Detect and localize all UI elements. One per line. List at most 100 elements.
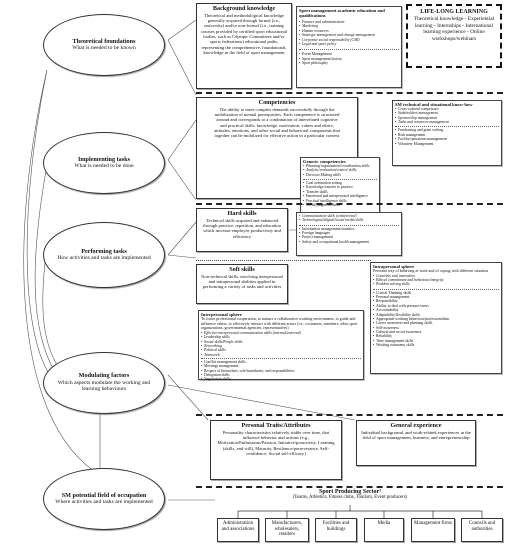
list-item: Human resources (299, 29, 399, 34)
sm-technical-list-2: Fundraising and grant writing Risk manag… (395, 126, 499, 147)
list-item: Career awareness and planning skills (373, 321, 499, 326)
list-item: Tasks and resources management (395, 120, 499, 125)
personal-traits-title: Personal Traits/Attributes (241, 422, 311, 429)
personal-traits-body: Personality characteristics relatively s… (217, 429, 335, 456)
list-item: Technological/digital/social media skill… (299, 218, 399, 223)
list-item: Negotiation skills (201, 377, 361, 382)
list-item: Meetings management (201, 364, 361, 369)
theoretical-foundations-ellipse: Theoretical foundations What is needed t… (43, 14, 165, 76)
section-divider (196, 203, 503, 205)
list-item: Sport philosophy (299, 61, 399, 66)
theoretical-foundations-subtitle: What is needed to be known (72, 45, 136, 52)
interpersonal-list-1: Effective interpersonal communication sk… (201, 331, 361, 358)
life-long-learning-body: Theoretical knowledge - Experiential lea… (413, 16, 495, 42)
performing-tasks-subtitle: How activities and tasks are implemented (57, 255, 151, 262)
background-knowledge-title: Background knowledge (212, 5, 276, 12)
list-item: Delegation skills (201, 373, 361, 378)
sector-councils: Councils and authorities (461, 518, 503, 542)
sport-producing-sector-title: Sport Producing Sector¹ (318, 489, 382, 495)
sm-technical-know-how-box: SM technical and situational know-how Cr… (392, 100, 502, 166)
sm-technical-know-how-title: SM technical and situational know-how (395, 102, 473, 107)
list-item: Reliability (373, 334, 499, 339)
list-item: Problem solving skills (373, 282, 499, 287)
sm-potential-field-ellipse: SM potential field of occupation Where a… (43, 468, 165, 530)
list-item: Ability to deal with pressure/stress (373, 304, 499, 309)
list-item: Leadership skills (201, 335, 361, 340)
soft-skills-body: Non-technical skills, involving interper… (201, 273, 283, 290)
list-item: Fundraising and grant writing (395, 128, 499, 133)
competencies-body: The ability to meet complex demands succ… (214, 106, 340, 139)
list-item: Respect of hierarchies, role boundaries,… (201, 369, 361, 374)
list-item: Critical Thinking skills (373, 291, 499, 296)
generic-competencies-title: Generic competencies (303, 159, 346, 164)
list-item: Practical intelligence skills (303, 199, 377, 204)
theoretical-foundations-title: Theoretical foundations (72, 37, 136, 45)
intrapersonal-sphere-box: Intrapersonal sphere Personal way of beh… (370, 262, 502, 374)
soft-skills-title: Soft skills (229, 266, 255, 273)
section-divider (196, 486, 503, 488)
list-item: Cultural and social awareness (373, 330, 499, 335)
list-item: Personal management (373, 295, 499, 300)
list-item: Adaptability/flexibility skills (373, 313, 499, 318)
hard-skills-list-1: Communication skills (written/oral) Tech… (299, 214, 399, 223)
interpersonal-list-2: Conflict management skills Meetings mana… (201, 357, 361, 382)
hard-skills-title: Hard skills (227, 210, 257, 217)
general-experience-body: Individual background, and work-related … (361, 429, 471, 441)
list-item: Networking (201, 344, 361, 349)
implementing-tasks-ellipse: Implementing tasks What is needed to be … (43, 132, 165, 194)
list-item: Project management (299, 235, 399, 240)
list-item: Responsibility (373, 299, 499, 304)
list-item: Marketing (299, 24, 399, 29)
list-item: Ethical commitment and behaviour/integri… (373, 278, 499, 283)
list-item: Goal orientation setting (303, 181, 377, 186)
implementing-tasks-title: Implementing tasks (77, 155, 131, 163)
list-item: Planning/organization/coordination skill… (303, 164, 377, 169)
modulating-factors-ellipse: Modulating factors Which aspects modulat… (43, 352, 165, 414)
intrapersonal-sphere-body: Personal way of behaving at work and of … (373, 268, 489, 274)
soft-skills-box: Soft skills Non-technical skills, involv… (196, 264, 288, 304)
sm-potential-field-title: SM potential field of occupation (61, 491, 147, 499)
list-item: Sponsorship management (395, 116, 499, 121)
hard-skills-box: Hard skills Technical skills acquired an… (196, 208, 288, 252)
list-item: Teamwork (201, 353, 361, 358)
section-divider (196, 414, 503, 416)
list-item: Legal and sport policy (299, 42, 399, 47)
list-item: Analytic/evaluation/control skills (303, 168, 377, 173)
list-item: Transfer skills (303, 190, 377, 195)
list-item: Volunteer Management (395, 142, 499, 147)
generic-competencies-list-1: Planning/organization/coordination skill… (303, 164, 377, 177)
list-item: Creativity and innovation (373, 274, 499, 279)
list-item: Communication skills (written/oral) (299, 214, 399, 219)
performing-tasks-title: Performing tasks (81, 247, 127, 255)
general-experience-title: General experience (390, 422, 442, 429)
list-item: Facility/operations management (395, 137, 499, 142)
competencies-title: Competencies (258, 99, 296, 106)
personal-traits-box: Personal Traits/Attributes Personality c… (210, 420, 342, 480)
list-item: Safety and occupational health managemen… (299, 240, 399, 245)
list-item: Knowledge transfer to practice (303, 185, 377, 190)
sm-education-list-1: Finance and administration Marketing Hum… (299, 20, 399, 47)
list-item: Political skills (201, 348, 361, 353)
sport-producing-sector-subtitle: (Teams, Athletics, Fitness clubs, Touris… (292, 495, 408, 500)
hard-skills-list-box: Communication skills (written/oral) Tech… (296, 212, 402, 256)
intrapersonal-list-2: Critical Thinking skills Personal manage… (373, 288, 499, 348)
dotted-divider (196, 260, 371, 261)
sector-media: Media (364, 518, 404, 542)
interpersonal-sphere-box: Interpersonal sphere To foster professio… (198, 310, 364, 382)
background-knowledge-body: Theoretical and methodological knowledge… (200, 12, 288, 55)
sector-facilities: Facilities and buildings (315, 518, 357, 542)
list-item: Event Management (299, 52, 399, 57)
sm-technical-list-1: Cross-cultural competence Stakeholders m… (395, 107, 499, 125)
life-long-learning-title: LIFE-LONG LEARNING (420, 9, 488, 15)
list-item: Information management/statistics (299, 227, 399, 232)
sm-education-box: Sport management academic education and … (296, 6, 402, 88)
sm-potential-field-subtitle: Where activities and tasks are implement… (55, 499, 153, 506)
list-item: Conflict management skills (201, 360, 361, 365)
life-long-learning-box: LIFE-LONG LEARNING Theoretical knowledge… (406, 4, 502, 68)
sector-manufacturers: Manufacturers, wholesalers, retailers (265, 518, 309, 542)
list-item: Decision Making skills (303, 173, 377, 178)
implementing-tasks-subtitle: What is needed to be done (74, 163, 134, 170)
generic-competencies-box: Generic competencies Planning/organizati… (300, 157, 380, 221)
list-item: Foreign languages (299, 231, 399, 236)
